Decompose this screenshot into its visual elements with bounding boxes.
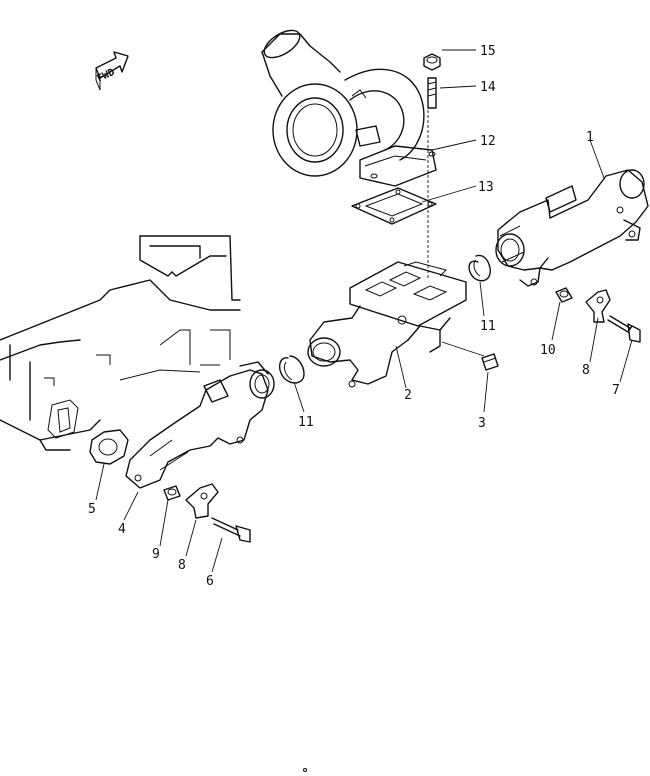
- lock-plate-right: [585, 289, 611, 323]
- gasket-5: [89, 429, 129, 465]
- callout-11-left: 11: [298, 415, 314, 430]
- engine-block: [0, 235, 241, 451]
- callout-10: 10: [540, 343, 556, 358]
- callout-12: 12: [480, 134, 496, 149]
- plug-3: [481, 353, 499, 371]
- spacer-10: [555, 287, 573, 303]
- seal-ring-left: [278, 355, 305, 384]
- callout-7: 7: [612, 383, 620, 398]
- bolt-7: [607, 315, 641, 343]
- callout-2: 2: [404, 388, 412, 403]
- lock-plate-left: [185, 483, 219, 519]
- callout-11-right: 11: [480, 319, 496, 334]
- callout-8-left: 8: [178, 558, 186, 573]
- spacer-9: [163, 485, 181, 501]
- callout-9: 9: [152, 547, 160, 562]
- callout-8-right: 8: [582, 363, 590, 378]
- turbocharger: [261, 29, 437, 187]
- seal-ring-right: [468, 254, 491, 282]
- center-manifold-2: [307, 261, 467, 388]
- front-manifold-1: [495, 169, 649, 287]
- callout-3: 3: [478, 416, 486, 431]
- stray-mark: [303, 768, 307, 772]
- leader-lines: [95, 49, 633, 573]
- callout-14: 14: [480, 80, 496, 95]
- gasket-13: [351, 187, 437, 225]
- callout-5: 5: [88, 502, 96, 517]
- bolt-6: [211, 517, 251, 543]
- callout-6: 6: [206, 574, 214, 589]
- rear-manifold-4: [125, 361, 275, 489]
- callout-labels: 15 14 12 13 1 11 10 8 7 2 3 11 5 4 9 8 6: [88, 44, 620, 589]
- stud-14: [427, 77, 437, 109]
- fwd-arrow-icon: FWD: [95, 51, 129, 91]
- nut-15: [423, 53, 441, 71]
- callout-4: 4: [118, 522, 126, 537]
- callout-1: 1: [586, 130, 594, 145]
- callout-15: 15: [480, 44, 496, 59]
- callout-13: 13: [478, 180, 494, 195]
